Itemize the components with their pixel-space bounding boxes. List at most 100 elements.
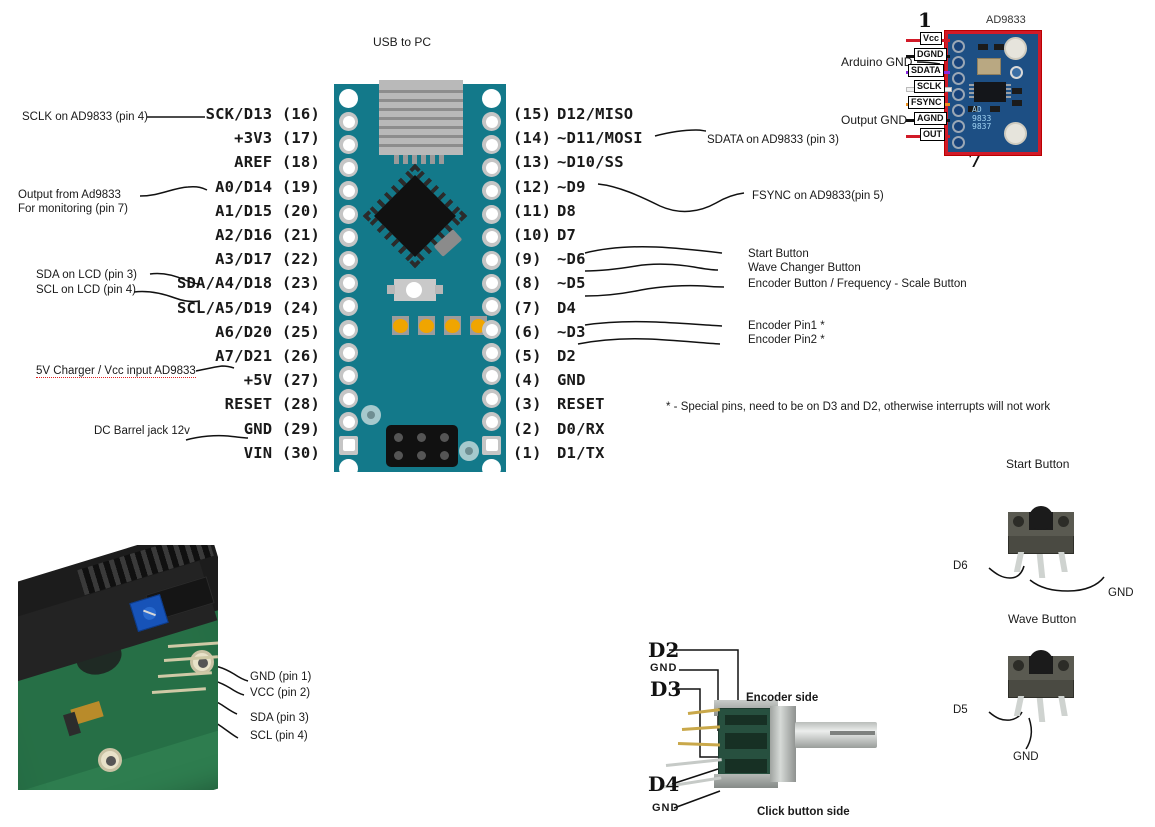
pin-number: (6): [513, 322, 542, 341]
encoder-label-d4: D4: [648, 772, 680, 796]
right-pin-d2: (5)D2: [513, 344, 576, 368]
right-pin--d11-mosi: (14)~D11/MOSI: [513, 126, 643, 150]
pin-number: (25): [281, 322, 320, 341]
pin-name: ~D9: [557, 177, 586, 196]
ad9833-via: [1010, 66, 1023, 79]
pin-name: D12/MISO: [557, 105, 634, 123]
start-button-gnd-label: GND: [1108, 587, 1134, 599]
usb-pins: [394, 155, 448, 164]
header-pad: [339, 250, 358, 270]
pin-number: (2): [513, 419, 542, 438]
ad9833-pin-fsync: FSYNC: [908, 96, 945, 109]
wave-button-switch[interactable]: [1008, 650, 1074, 722]
icsp-header: [386, 425, 458, 467]
pin-number: (15): [513, 105, 552, 123]
pin-number: (29): [281, 419, 320, 438]
right-pin--d9: (12) ~D9: [513, 175, 586, 199]
ad9833-oscillator: [977, 58, 1001, 75]
right-pin-d12-miso: (15) D12/MISO: [513, 102, 633, 126]
wave-button-pin-label: D5: [953, 704, 968, 716]
mount-hole-left: [361, 405, 381, 425]
usb-to-pc-label: USB to PC: [373, 35, 432, 49]
footnote-special-pins: * - Special pins, need to be on D3 and D…: [666, 401, 1051, 413]
header-pad: [339, 458, 358, 478]
header-pad: [482, 435, 501, 455]
output-gnd-label: Output GND: [841, 113, 908, 127]
header-pad: [339, 158, 358, 178]
annotation-output-ad9833: Output from Ad9833: [18, 189, 121, 201]
pin-number: (14): [513, 129, 552, 148]
left-pin--5v: +5V (27): [95, 368, 320, 392]
pin-number: (28): [281, 395, 320, 414]
header-pad: [482, 89, 501, 108]
header-pad: [482, 227, 501, 247]
ad9833-pin-sdata: SDATA: [908, 64, 944, 77]
start-button-pin-label: D6: [953, 560, 968, 572]
ad9833-chip: [969, 82, 1011, 102]
pin-number: (17): [281, 129, 320, 148]
pin-number: (12): [513, 177, 552, 196]
pin-number: (9): [513, 250, 542, 269]
left-pin-a6-d20: A6/D20 (25): [95, 320, 320, 344]
pin-name: ~D3: [557, 322, 586, 341]
annotation-sdata-ad9833: SDATA on AD9833 (pin 3): [707, 134, 839, 146]
pin-name: SDA/A4/D18: [176, 274, 273, 293]
header-pad: [482, 320, 501, 339]
pin-name: D1/TX: [557, 443, 605, 462]
annotation-encoder-pin2: Encoder Pin2 *: [748, 334, 825, 346]
pin-name: VIN: [243, 443, 273, 462]
pin-name: D0/RX: [557, 419, 605, 438]
reset-button[interactable]: [387, 279, 443, 301]
annotation-encoder-button: Encoder Button / Frequency - Scale Butto…: [748, 278, 967, 290]
arduino-gnd-label: Arduino GND: [841, 55, 913, 69]
pin-name: D7: [557, 226, 577, 244]
pin-name: +5V: [243, 371, 273, 390]
pin-name: A0/D14: [215, 177, 273, 196]
ad9833-pin-vcc: Vcc: [920, 32, 943, 45]
pin-name: D4: [557, 298, 577, 317]
pin-number: (21): [281, 226, 320, 244]
left-pin-sda-a4-d18: SDA/A4/D18 (23): [95, 271, 320, 295]
pin-number: (7): [513, 298, 542, 317]
wave-button-gnd-label: GND: [1013, 751, 1039, 763]
left-pin-a0-d14: A0/D14 (19): [95, 175, 320, 199]
ad9833-pin-agnd: AGND: [914, 112, 947, 125]
encoder-label-d3: D3: [650, 677, 682, 701]
right-pin--d3: (6) ~D3: [513, 320, 586, 344]
left-pin-a7-d21: A7/D21 (26): [95, 344, 320, 368]
led-2: [418, 316, 435, 335]
annotation-dc-barrel-jack: DC Barrel jack 12v: [94, 425, 190, 437]
header-pad: [339, 89, 358, 108]
header-pad: [482, 412, 501, 432]
ad9833-mount-hole-bottom: [1004, 122, 1027, 145]
pin-name: ~D10/SS: [557, 153, 624, 172]
pin-name: A6/D20: [215, 322, 273, 341]
header-pad: [339, 343, 358, 363]
annotation-5v-charger: 5V Charger / Vcc input AD9833: [36, 365, 196, 378]
annotation-sclk-ad9833: SCLK on AD9833 (pin 4): [22, 111, 148, 123]
right-pin-d8: (11)D8: [513, 199, 576, 223]
arduino-nano-board: [334, 80, 506, 472]
left-pin-a2-d16: A2/D16 (21): [95, 223, 320, 247]
ad9833-pin-out: OUT: [920, 128, 945, 141]
usb-connector: [379, 80, 463, 155]
right-pin--d5: (8)~D5: [513, 271, 586, 295]
pin-name: D2: [557, 347, 577, 365]
header-pad: [482, 135, 501, 155]
wave-button-title: Wave Button: [1008, 612, 1077, 626]
encoder-label-gnd-top: GND: [650, 662, 678, 674]
left-pin-sck-d13: SCK/D13 (16): [95, 102, 320, 126]
header-pad: [482, 112, 501, 132]
lcd-annotation-sda: SDA (pin 3): [250, 712, 309, 724]
left-pin-gnd: GND (29): [95, 417, 320, 441]
header-pad: [339, 389, 358, 409]
ad9833-title: AD9833: [986, 14, 1026, 26]
pin-name: RESET: [224, 395, 273, 414]
pin-name: GND: [243, 419, 273, 438]
start-button-switch[interactable]: [1008, 506, 1074, 578]
annotation-output-monitoring: For monitoring (pin 7): [18, 203, 128, 215]
pin-number: (24): [281, 298, 320, 317]
pin-name: ~D6: [557, 250, 586, 269]
left-pin--3v3: +3V3 (17): [95, 126, 320, 150]
